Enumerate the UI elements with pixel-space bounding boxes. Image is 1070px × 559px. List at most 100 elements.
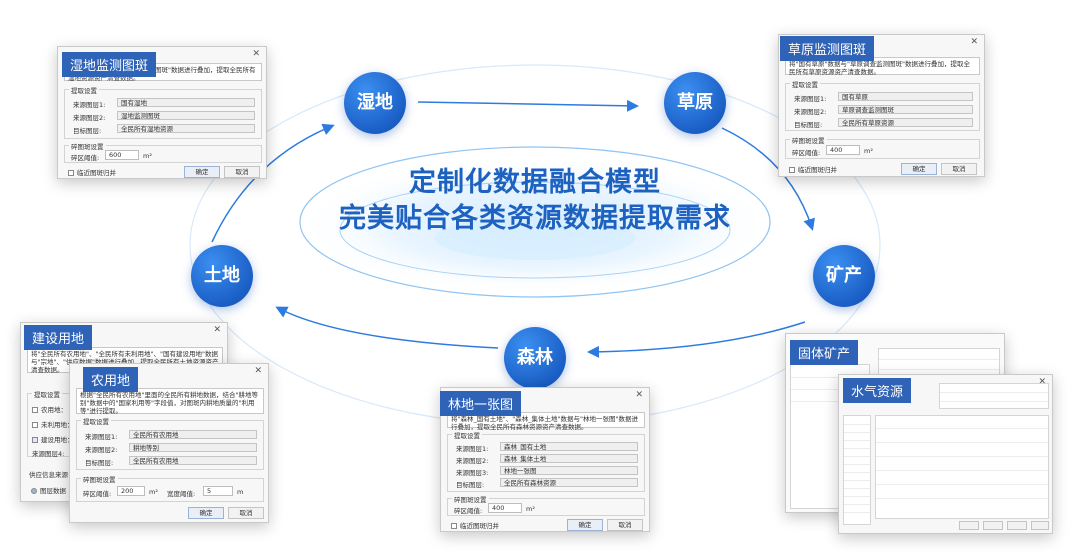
topic-forest: 森林 [504, 327, 566, 389]
agricultural-land-tag: 农用地 [83, 367, 139, 392]
description: 根据"全民所有农用地"里面的全民所有耕地数据，结合"耕地等别"数据中的"国家利用… [76, 388, 264, 415]
group-title: 碎图斑设置 [81, 474, 118, 484]
action-button-4[interactable] [1031, 521, 1049, 530]
center-title: 定制化数据融合模型 完美贴合各类资源数据提取需求 [300, 165, 770, 275]
layer-data-radio[interactable]: 图层数据 [31, 485, 66, 495]
resource-header-form [939, 383, 1049, 409]
target-layer-field[interactable]: 全民所有湿地资源 [117, 124, 255, 133]
source-layer-1-field[interactable]: 全民所有农用地 [129, 430, 257, 439]
description: 将"国有草原"数据与"草原调查监测图斑"数据进行叠加，提取全民所有草原资源资产清… [785, 57, 980, 76]
close-icon[interactable]: ✕ [1038, 377, 1046, 387]
frag-threshold-input[interactable]: 200 [117, 486, 145, 496]
group-title: 提取设置 [81, 416, 111, 426]
unit-label: m² [526, 505, 535, 513]
action-button-2[interactable] [983, 521, 1003, 530]
close-icon[interactable]: ✕ [252, 49, 260, 59]
solid-mineral-tag: 固体矿产 [790, 340, 859, 365]
close-icon[interactable]: ✕ [213, 325, 221, 335]
arrow-wetland-to-grassland [417, 99, 639, 112]
resource-form [875, 415, 1049, 519]
option-label: 农用地： [41, 406, 67, 414]
target-layer-field[interactable]: 全民所有森林资源 [500, 478, 638, 487]
cancel-button[interactable]: 取消 [607, 519, 643, 531]
unit-label: m² [143, 152, 152, 160]
frag-threshold-label: 碎区阈值: [71, 154, 100, 162]
option-label: 建设用地： [41, 436, 74, 444]
source-layer-1-label: 来源图层1: [794, 95, 827, 103]
water-gas-resource-tag: 水气资源 [843, 378, 912, 403]
source-layer-2-label: 来源图层2: [456, 457, 489, 465]
supply-source-label: 供应信息来源 [29, 471, 68, 479]
source-layer-1-label: 来源图层1: [85, 433, 118, 441]
resource-tree [843, 415, 871, 525]
target-layer-field[interactable]: 全民所有草原资源 [838, 118, 973, 127]
arrow-forest-to-land [275, 306, 499, 349]
target-layer-label: 目标图层: [73, 127, 102, 135]
ok-button[interactable]: 确定 [184, 166, 220, 178]
ok-button[interactable]: 确定 [188, 507, 224, 519]
farmland-option[interactable]: 农用地： [32, 404, 67, 414]
width-threshold-label: 宽度阈值: [167, 490, 196, 498]
cancel-button[interactable]: 取消 [228, 507, 264, 519]
ok-button[interactable]: 确定 [567, 519, 603, 531]
source-layer-1-label: 来源图层1: [456, 445, 489, 453]
source-layer-3-field[interactable]: 林地一张图 [500, 466, 638, 475]
ok-button[interactable]: 确定 [901, 163, 937, 175]
radio-label: 图层数据 [40, 487, 66, 495]
topic-grassland: 草原 [664, 72, 726, 134]
unused-land-option[interactable]: 未利用地： [32, 419, 74, 429]
group-title: 提取设置 [69, 85, 99, 95]
action-button-1[interactable] [959, 521, 979, 530]
frag-threshold-input[interactable]: 400 [488, 503, 522, 513]
source-layer-2-field[interactable]: 湿地监测图斑 [117, 111, 255, 120]
group-title: 提取设置 [452, 430, 482, 440]
checkbox-label: 临近图斑归并 [460, 522, 499, 530]
unit-label: m² [149, 488, 158, 496]
cancel-button[interactable]: 取消 [224, 166, 260, 178]
group-title: 碎图斑设置 [452, 494, 489, 504]
frag-threshold-input[interactable]: 600 [105, 150, 139, 160]
source-layer-2-label: 来源图层2: [85, 446, 118, 454]
close-icon[interactable]: ✕ [254, 366, 262, 376]
construction-land-tag: 建设用地 [24, 325, 93, 350]
source-layer-2-field[interactable]: 草原调查监测图斑 [838, 105, 973, 114]
fragment-settings-group: 碎图斑设置 碎区阈值: 600 m² [64, 141, 262, 163]
close-icon[interactable]: ✕ [635, 390, 643, 400]
extract-settings-group: 提取设置 来源图层1:国有草原 来源图层2:草原调查监测图斑 目标图层:全民所有… [785, 79, 980, 131]
construction-land-option[interactable]: 建设用地： [32, 434, 74, 444]
merge-adjacent-checkbox[interactable]: 临近图斑归并 [68, 167, 116, 177]
merge-adjacent-checkbox[interactable]: 临近图斑归并 [789, 164, 837, 174]
source-layer-2-field[interactable]: 耕地等别 [129, 443, 257, 452]
center-title-line1: 定制化数据融合模型 [409, 167, 661, 198]
topic-land: 土地 [191, 245, 253, 307]
action-button-3[interactable] [1007, 521, 1027, 530]
source-layer-2-label: 来源图层2: [794, 108, 827, 116]
cancel-button[interactable]: 取消 [941, 163, 977, 175]
close-icon[interactable]: ✕ [970, 37, 978, 47]
source-layer-2-field[interactable]: 森林_集体土地 [500, 454, 638, 463]
merge-adjacent-checkbox[interactable]: 临近图斑归并 [451, 520, 499, 530]
topic-wetland: 湿地 [344, 72, 406, 134]
topic-mineral: 矿产 [813, 245, 875, 307]
group-title: 提取设置 [32, 389, 62, 399]
source-layer-1-field[interactable]: 国有湿地 [117, 98, 255, 107]
frag-threshold-label: 碎区阈值: [792, 149, 821, 157]
source-layer-1-field[interactable]: 国有草原 [838, 92, 973, 101]
description: 将"森林_国有土地"、"森林_集体土地"数据与"林地一张图"数据进行叠加，提取全… [447, 412, 645, 431]
extract-settings-group: 提取设置 来源图层1: 森林_国有土地 来源图层2: 森林_集体土地 来源图层3: 林… [447, 430, 645, 492]
source-layer-1-label: 来源图层1: [73, 101, 106, 109]
group-title: 碎图斑设置 [790, 135, 827, 145]
inner-ring [299, 146, 771, 298]
unit-label: m² [864, 147, 873, 155]
target-layer-field[interactable]: 全民所有农用地 [129, 456, 257, 465]
group-title: 碎图斑设置 [69, 141, 106, 151]
source-layer-3-label: 来源图层3: [456, 469, 489, 477]
target-layer-label: 目标图层: [85, 459, 114, 467]
extract-settings-group: 提取设置 来源图层1:国有湿地 来源图层2:湿地监测图斑 目标图层:全民所有湿地… [64, 85, 262, 139]
source-layer-1-field[interactable]: 森林_国有土地 [500, 442, 638, 451]
checkbox-label: 临近图斑归并 [77, 169, 116, 177]
fragment-settings-group: 碎图斑设置 碎区阈值: 400 m² [447, 494, 645, 516]
width-threshold-input[interactable]: 5 [203, 486, 233, 496]
frag-threshold-input[interactable]: 400 [826, 145, 860, 155]
